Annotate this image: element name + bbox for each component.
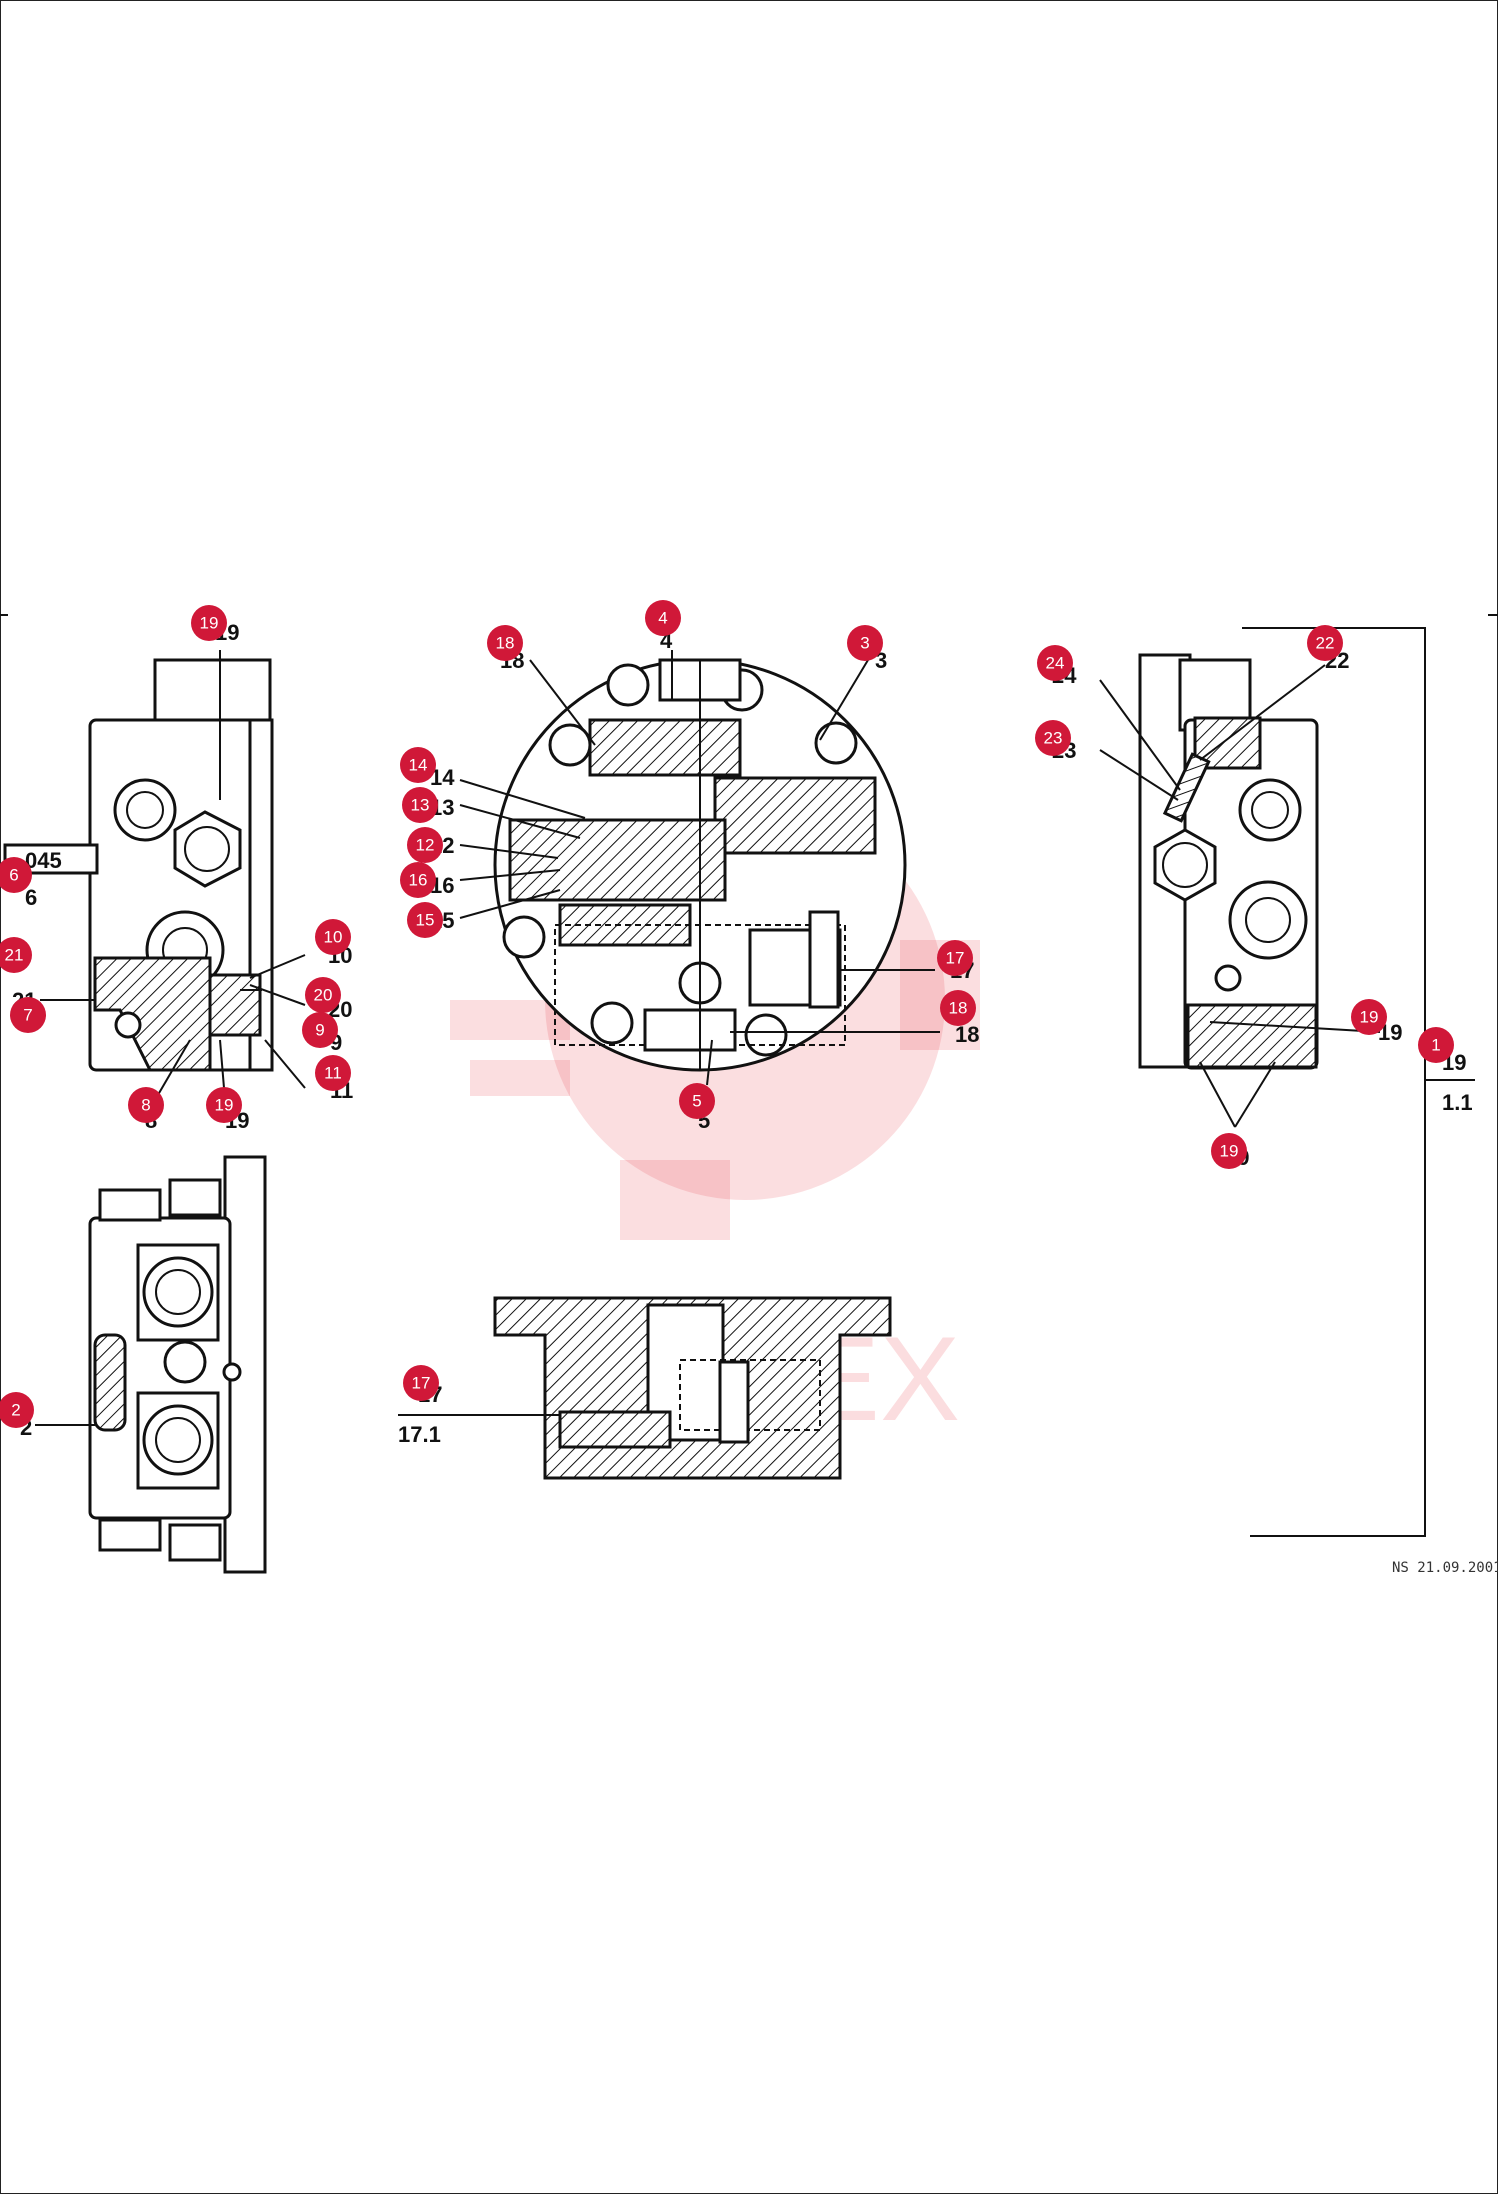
left-valve-block-top xyxy=(88,658,274,1072)
callout-bubbles: 19 18 4 3 24 22 23 14 13 12 16 15 6 21 1… xyxy=(0,600,1454,1428)
date-stamp: NS 21.09.2001 xyxy=(1392,1560,1498,1576)
box-label: 045 xyxy=(25,848,62,873)
callout-bubble[interactable]: 24 xyxy=(1037,645,1073,681)
svg-text:8: 8 xyxy=(141,1096,150,1115)
part-label: 18 xyxy=(955,1022,979,1047)
callout-bubble[interactable]: 5 xyxy=(679,1083,715,1119)
svg-text:17: 17 xyxy=(946,949,965,968)
callout-bubble[interactable]: 7 xyxy=(10,997,46,1033)
callout-bubble[interactable]: 6 xyxy=(0,857,32,893)
svg-text:9: 9 xyxy=(315,1021,324,1040)
svg-text:3: 3 xyxy=(860,634,869,653)
callout-bubble[interactable]: 17 xyxy=(937,940,973,976)
svg-text:6: 6 xyxy=(9,866,18,885)
svg-text:19: 19 xyxy=(1220,1142,1239,1161)
callout-bubble[interactable]: 11 xyxy=(315,1055,351,1091)
callout-bubble[interactable]: 9 xyxy=(302,1012,338,1048)
callout-bubble[interactable]: 12 xyxy=(407,827,443,863)
svg-text:19: 19 xyxy=(215,1096,234,1115)
right-valve-block xyxy=(1138,653,1319,1070)
callout-bubble[interactable]: 4 xyxy=(645,600,681,636)
callout-bubble[interactable]: 10 xyxy=(315,919,351,955)
center-motor-top xyxy=(493,658,907,1072)
callout-bubble[interactable]: 21 xyxy=(0,937,32,973)
svg-text:19: 19 xyxy=(200,614,219,633)
svg-text:1: 1 xyxy=(1431,1036,1440,1055)
svg-text:5: 5 xyxy=(692,1092,701,1111)
callout-bubble[interactable]: 18 xyxy=(487,625,523,661)
svg-text:11: 11 xyxy=(324,1064,342,1083)
svg-text:2: 2 xyxy=(11,1401,20,1420)
callout-bubble[interactable]: 8 xyxy=(128,1087,164,1123)
callout-bubble[interactable]: 17 xyxy=(403,1365,439,1401)
part-label: 6 xyxy=(25,885,37,910)
svg-text:18: 18 xyxy=(496,634,515,653)
svg-text:4: 4 xyxy=(658,609,667,628)
callout-bubble[interactable]: 19 xyxy=(1211,1133,1247,1169)
callout-bubble[interactable]: 19 xyxy=(191,605,227,641)
callout-bubble[interactable]: 13 xyxy=(402,787,438,823)
svg-text:16: 16 xyxy=(409,871,428,890)
svg-text:7: 7 xyxy=(23,1006,32,1025)
svg-text:21: 21 xyxy=(5,946,24,965)
svg-text:13: 13 xyxy=(411,796,430,815)
svg-text:19: 19 xyxy=(1360,1008,1379,1027)
part-label: 1.1 xyxy=(1442,1090,1473,1115)
callout-bubble[interactable]: 3 xyxy=(847,625,883,661)
callout-bubble[interactable]: 1 xyxy=(1418,1027,1454,1063)
callout-bubble[interactable]: 14 xyxy=(400,747,436,783)
svg-text:14: 14 xyxy=(409,756,428,775)
part-label: 17.1 xyxy=(398,1422,441,1447)
svg-text:15: 15 xyxy=(416,911,435,930)
callout-bubble[interactable]: 16 xyxy=(400,862,436,898)
callout-bubble[interactable]: 18 xyxy=(940,990,976,1026)
callout-bubble[interactable]: 2 xyxy=(0,1392,34,1428)
left-valve-block-bottom xyxy=(88,1155,267,1574)
callout-bubble[interactable]: 19 xyxy=(206,1087,242,1123)
svg-text:18: 18 xyxy=(949,999,968,1018)
center-section-view xyxy=(493,1296,892,1480)
svg-text:10: 10 xyxy=(324,928,343,947)
callout-bubble[interactable]: 20 xyxy=(305,977,341,1013)
svg-text:22: 22 xyxy=(1316,634,1335,653)
callout-bubble[interactable]: 22 xyxy=(1307,625,1343,661)
svg-text:12: 12 xyxy=(416,836,435,855)
svg-text:23: 23 xyxy=(1044,729,1063,748)
callout-bubble[interactable]: 19 xyxy=(1351,999,1387,1035)
callout-bubble[interactable]: 23 xyxy=(1035,720,1071,756)
callout-bubble[interactable]: 15 xyxy=(407,902,443,938)
svg-text:24: 24 xyxy=(1046,654,1065,673)
svg-text:20: 20 xyxy=(314,986,333,1005)
leader-lines xyxy=(35,650,1381,1426)
svg-text:17: 17 xyxy=(412,1374,431,1393)
